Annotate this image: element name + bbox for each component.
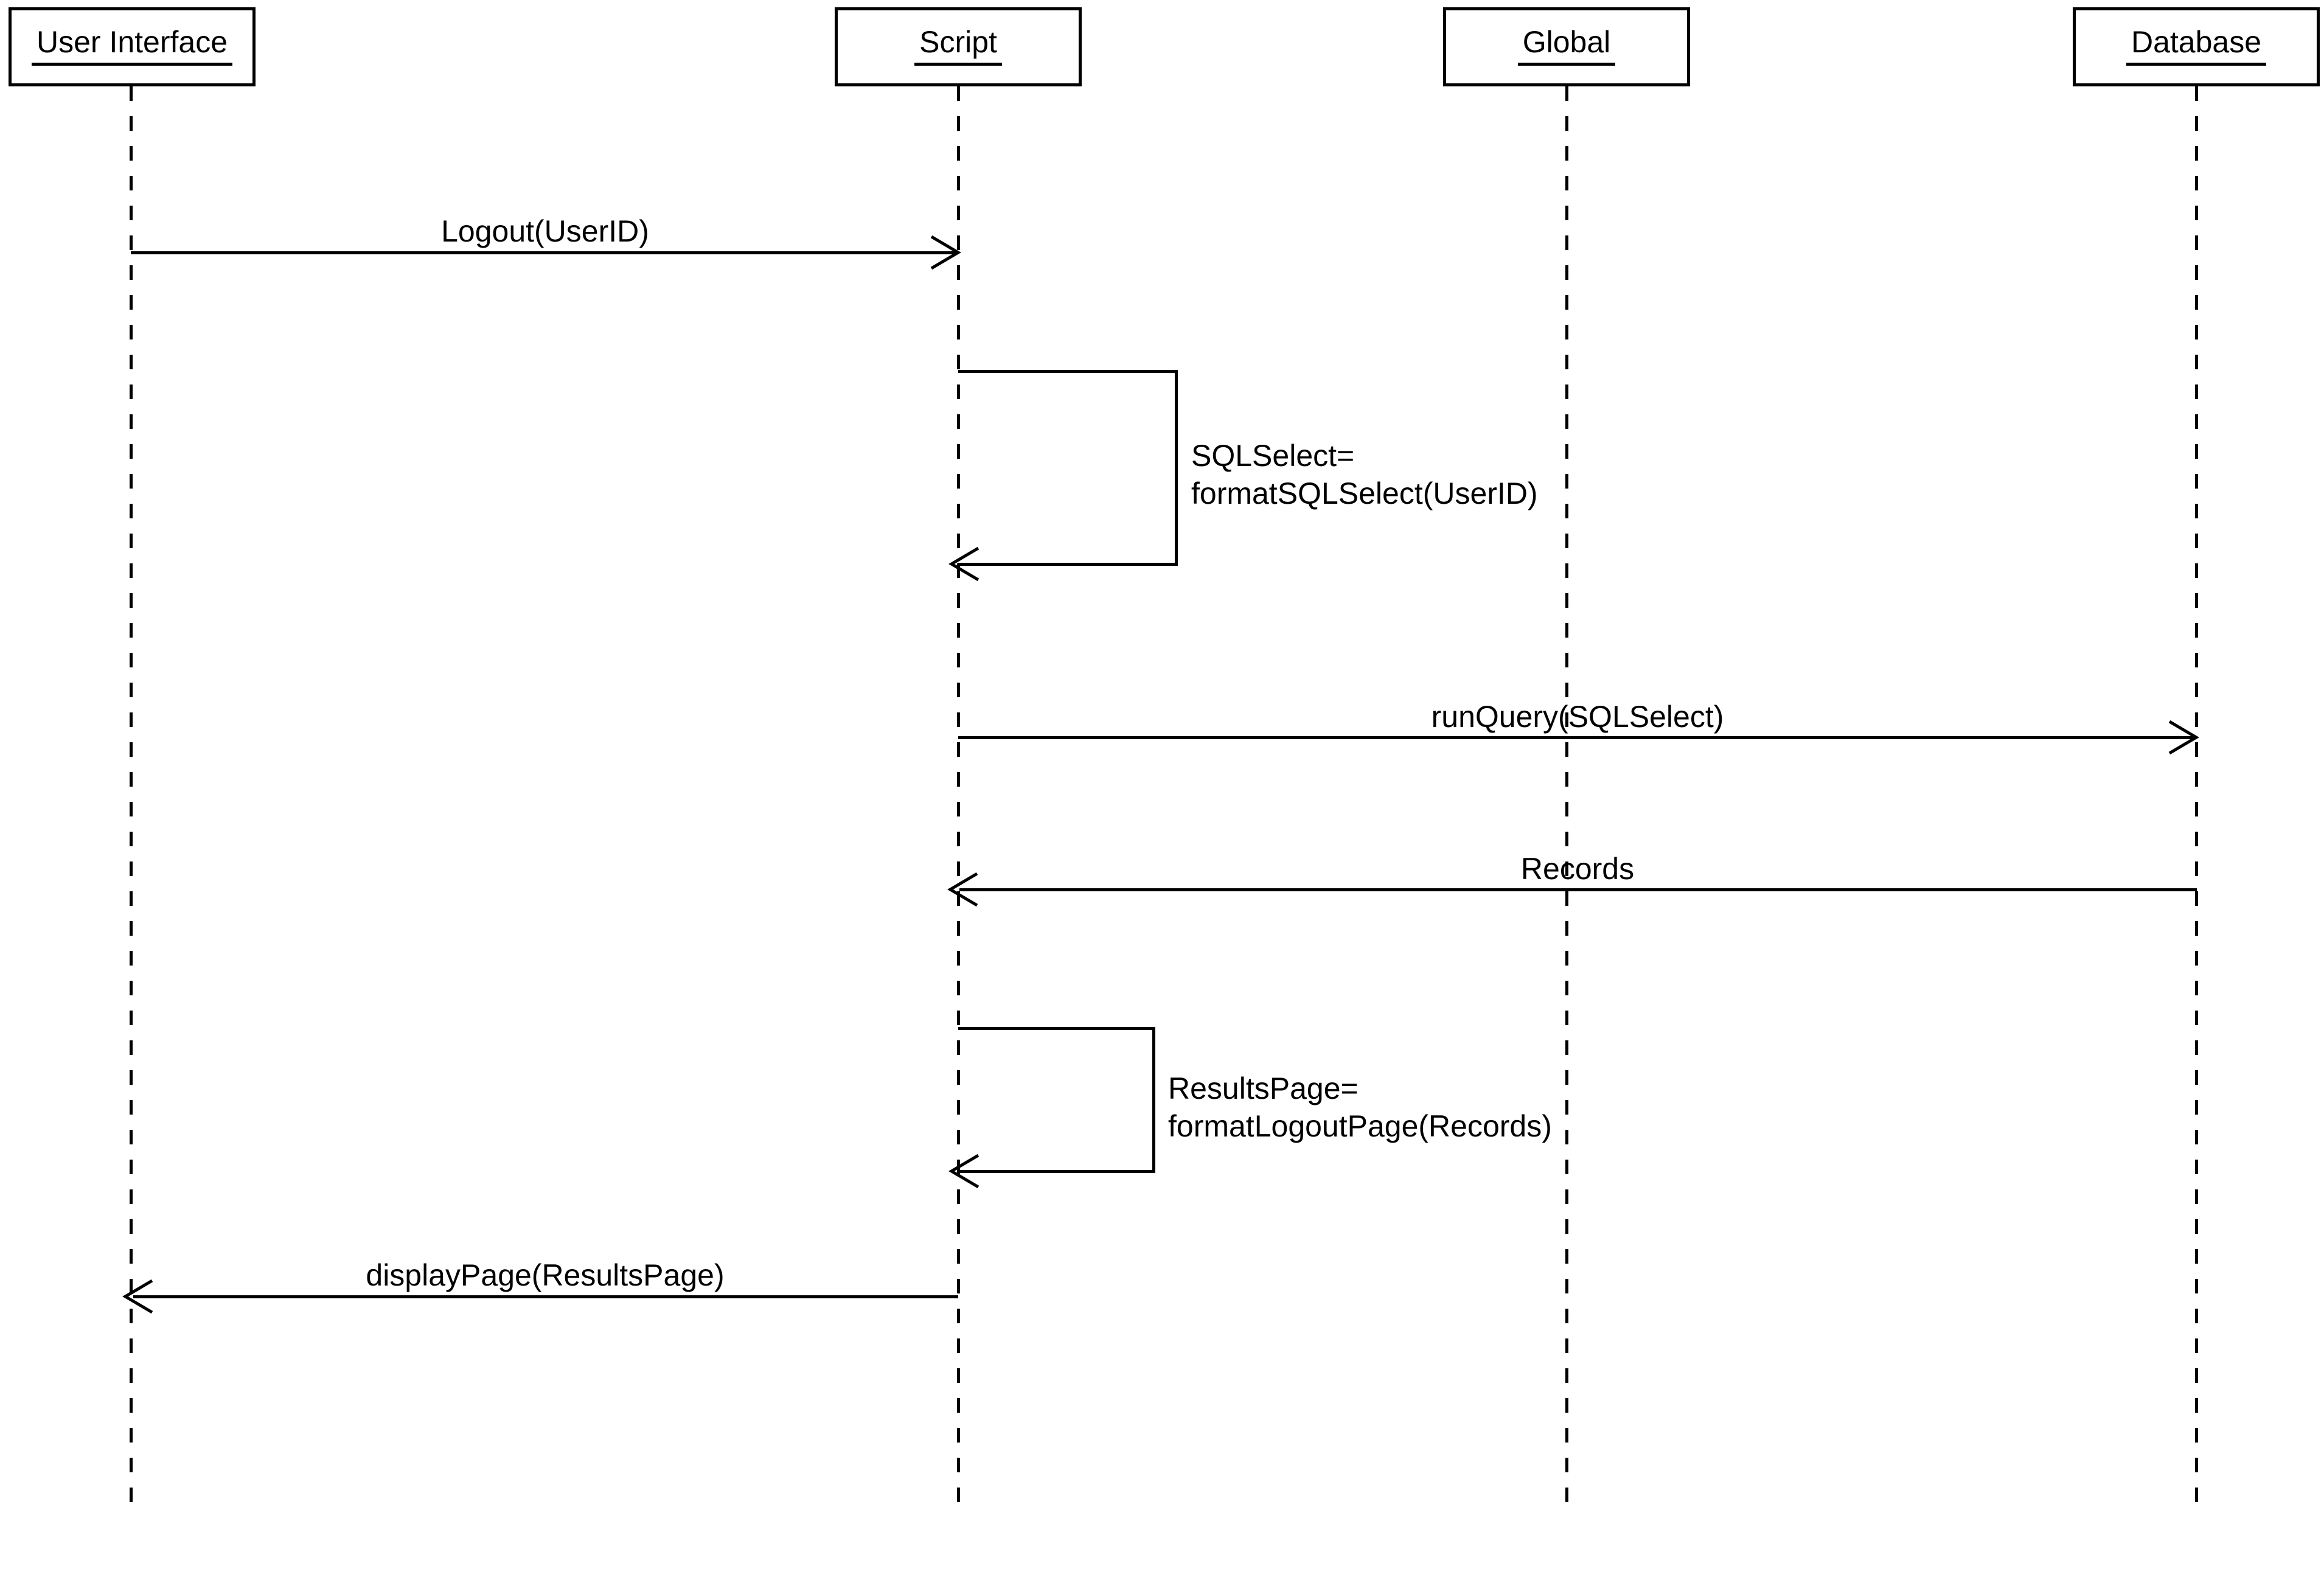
self-call-right-line	[1175, 370, 1178, 566]
message-line	[958, 736, 2196, 739]
self-call-label: ResultsPage= formatLogoutPage(Records)	[1168, 1070, 1552, 1145]
self-call-label-line1: SQLSelect=	[1191, 439, 1355, 473]
arrowhead-left-icon	[948, 1154, 979, 1189]
actor-label-user-interface: User Interface	[31, 25, 232, 66]
self-call-label-line2: formatSQLSelect(UserID)	[1191, 476, 1538, 510]
arrowhead-right-icon	[2168, 720, 2199, 755]
lifeline-script	[957, 86, 960, 1515]
self-call-label: SQLSelect= formatSQLSelect(UserID)	[1191, 437, 1538, 512]
actor-box-database: Database	[2073, 7, 2320, 86]
message-line	[131, 251, 955, 254]
lifeline-database	[2195, 86, 2198, 1515]
actor-label-global: Global	[1517, 25, 1616, 66]
actor-box-user-interface: User Interface	[9, 7, 256, 86]
arrowhead-right-icon	[930, 235, 961, 270]
self-call-top-line	[958, 1027, 1155, 1030]
message-label: Logout(UserID)	[441, 214, 649, 248]
self-call-bottom-line	[958, 563, 1178, 566]
actor-label-script: Script	[914, 25, 1002, 66]
self-call-right-line	[1152, 1027, 1155, 1173]
message-line	[959, 888, 2197, 891]
self-call-top-line	[958, 370, 1178, 373]
self-call-bottom-line	[958, 1170, 1155, 1173]
lifeline-global	[1565, 86, 1568, 1515]
actor-box-global: Global	[1443, 7, 1690, 86]
arrowhead-left-icon	[948, 546, 979, 582]
self-call-label-line1: ResultsPage=	[1168, 1071, 1359, 1105]
message-line	[133, 1295, 958, 1298]
message-label: Records	[1520, 852, 1635, 886]
self-call-label-line2: formatLogoutPage(Records)	[1168, 1109, 1552, 1143]
lifeline-user-interface	[130, 86, 133, 1515]
actor-label-database: Database	[2126, 25, 2267, 66]
message-label: displayPage(ResultsPage)	[366, 1258, 725, 1292]
actor-box-script: Script	[835, 7, 1082, 86]
arrowhead-left-icon	[122, 1279, 153, 1314]
arrowhead-left-icon	[947, 872, 978, 907]
message-label: runQuery(SQLSelect)	[1431, 700, 1724, 734]
